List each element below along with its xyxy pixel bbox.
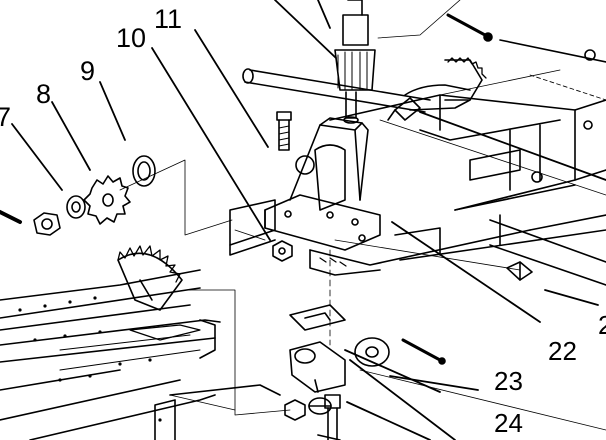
lower-left-frame-rails bbox=[0, 269, 281, 440]
callout-9: 9 bbox=[80, 56, 96, 86]
callout-23: 23 bbox=[494, 366, 523, 396]
callout-8: 8 bbox=[36, 79, 52, 109]
sector-gear bbox=[117, 245, 183, 311]
frame-rivets bbox=[18, 296, 162, 422]
part-clevis-block bbox=[289, 341, 346, 393]
part-9-washer bbox=[132, 155, 156, 187]
pedestal-bracket bbox=[264, 117, 381, 251]
part-23-washer bbox=[354, 337, 390, 367]
top-bolts bbox=[446, 13, 606, 63]
grease-fitting bbox=[506, 261, 533, 281]
small-nut-bottom bbox=[284, 399, 306, 421]
callout-22: 22 bbox=[548, 336, 577, 366]
part-24-bolt bbox=[317, 394, 341, 440]
upper-base-plate bbox=[229, 199, 531, 276]
callout-7: 7 bbox=[0, 102, 12, 132]
callout-24: 24 bbox=[494, 408, 523, 438]
part-8-washer bbox=[66, 195, 86, 219]
part-clip-plate bbox=[289, 304, 346, 331]
centerlines bbox=[119, 0, 606, 431]
pinion-and-shaft bbox=[334, 0, 376, 124]
part-7-nut bbox=[0, 210, 61, 236]
part-10-nut bbox=[272, 240, 293, 262]
right-chassis bbox=[329, 94, 606, 286]
callout-10: 10 bbox=[116, 23, 147, 53]
part-11-bolt bbox=[276, 111, 292, 151]
leader-lines bbox=[11, 0, 606, 440]
callout-11: 11 bbox=[154, 4, 183, 34]
part-24-lockwasher bbox=[308, 397, 332, 415]
horizontal-shafts bbox=[242, 57, 487, 121]
part-9-spur-gear bbox=[83, 175, 131, 225]
callout-2-partial: 2 bbox=[598, 310, 606, 340]
part-23-pin bbox=[401, 338, 446, 365]
